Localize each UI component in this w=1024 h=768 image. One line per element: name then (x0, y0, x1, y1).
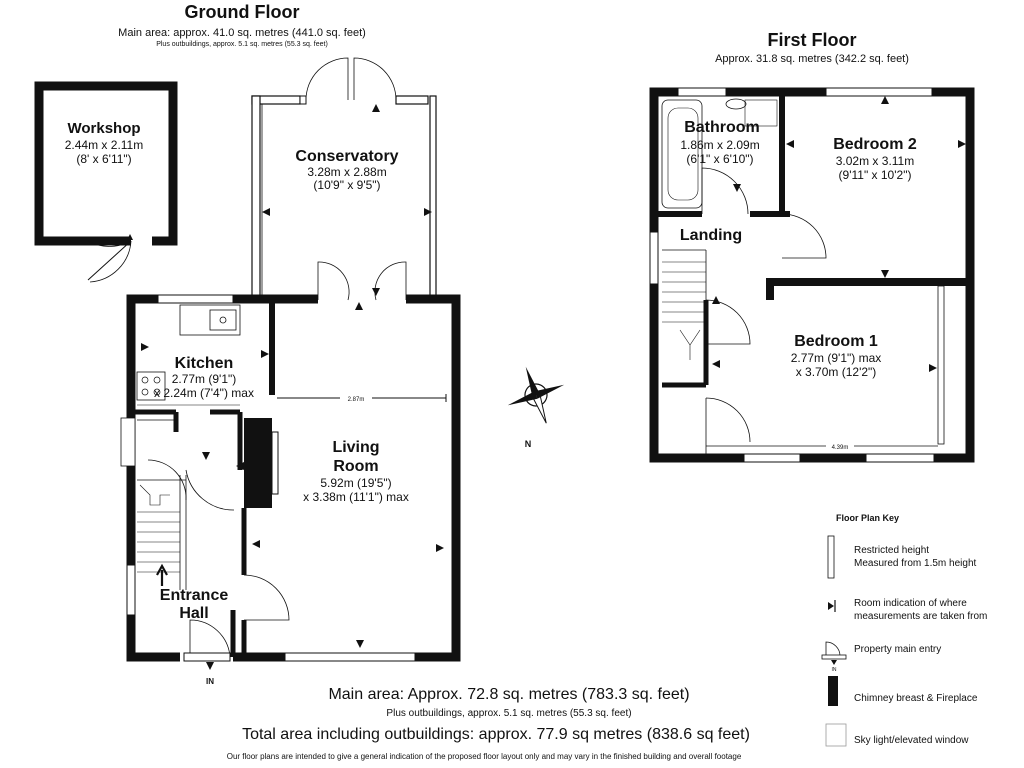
ground-restricted-measure: 2.87m (348, 397, 365, 403)
key-item-2-line2: measurements are taken from (854, 611, 987, 622)
key-entry-icon-label: IN (832, 667, 837, 673)
entrance-hall-name-line2: Hall (179, 605, 208, 622)
measure-indicator-icon (712, 360, 720, 368)
measure-indicator-icon (881, 96, 889, 104)
bedroom1-dim-metric: 2.77m (9'1") max (791, 351, 882, 365)
measure-indicator-icon (141, 343, 149, 351)
key-item-3-line1: Property main entry (854, 644, 941, 655)
key-item-5-line1: Sky light/elevated window (854, 735, 969, 746)
key-title: Floor Plan Key (836, 513, 899, 523)
workshop-dim-imperial: (8' x 6'11") (76, 152, 131, 166)
kitchen-dim-imperial: x 2.24m (7'4") max (154, 386, 254, 400)
first-floor-title: First Floor (768, 30, 857, 50)
bathroom-dim-imperial: (6'1" x 6'10") (686, 152, 753, 166)
bedroom2-name: Bedroom 2 (833, 136, 917, 153)
restricted-height-icon (827, 535, 835, 579)
bedroom2-dim-imperial: (9'11" x 10'2") (839, 168, 912, 182)
measure-indicator-icon (712, 296, 720, 304)
measure-indicator-icon (733, 184, 741, 192)
living-room-dim-imperial: x 3.38m (11'1") max (303, 490, 409, 504)
total-outbuildings: Plus outbuildings, approx. 5.1 sq. metre… (386, 708, 631, 719)
living-room-name-line2: Room (333, 458, 378, 475)
conservatory-name: Conservatory (295, 148, 398, 165)
chimney-breast-icon (828, 676, 838, 706)
skylight-icon (825, 723, 847, 747)
conservatory-dim-metric: 3.28m x 2.88m (307, 165, 386, 179)
ground-floor-house: 2.87m (120, 294, 461, 686)
measure-indicator-icon (262, 208, 270, 216)
workshop-name: Workshop (67, 120, 140, 137)
measure-indicator-icon (958, 140, 966, 148)
first-floor-area: Approx. 31.8 sq. metres (342.2 sq. feet) (715, 53, 909, 65)
kitchen-name: Kitchen (175, 355, 234, 372)
compass-icon (507, 366, 565, 424)
measure-indicator-icon (356, 640, 364, 648)
measure-indicator-icon (372, 104, 380, 112)
workshop-room (34, 81, 178, 283)
conservatory-dim-imperial: (10'9" x 9'5") (313, 178, 380, 192)
total-main-area: Main area: Approx. 72.8 sq. metres (783.… (328, 686, 689, 703)
living-room-dim-metric: 5.92m (19'5") (320, 476, 391, 490)
living-room-name-line1: Living (332, 439, 379, 456)
measure-indicator-icon (355, 302, 363, 310)
measure-indicator-icon (929, 364, 937, 372)
bathroom-name: Bathroom (684, 119, 760, 136)
measure-indicator-icon (252, 540, 260, 548)
ground-entry-label: IN (206, 677, 214, 686)
main-entry-arrow-icon (206, 662, 214, 670)
measure-indicator-icon (202, 452, 210, 460)
compass-north-label: N (525, 439, 532, 449)
bedroom2-dim-metric: 3.02m x 3.11m (836, 154, 914, 168)
first-floor-house: 4.39m (649, 87, 975, 463)
bedroom1-name: Bedroom 1 (794, 333, 878, 350)
ground-floor-title: Ground Floor (185, 2, 300, 22)
kitchen-dim-metric: 2.77m (9'1") (172, 372, 237, 386)
first-restricted-measure: 4.39m (832, 445, 849, 451)
stairs-first (662, 249, 709, 388)
stairs-ground (137, 475, 187, 590)
key-item-1-line2: Measured from 1.5m height (854, 558, 977, 569)
measure-indicator-icon (127, 234, 133, 240)
total-area: Total area including outbuildings: appro… (242, 726, 750, 743)
measure-indicator-key-icon (828, 600, 836, 612)
ground-floor-area: Main area: approx. 41.0 sq. metres (441.… (118, 27, 366, 39)
stairs-up-arrow-icon (156, 563, 168, 586)
measure-indicator-icon (881, 270, 889, 278)
floor-plan-key: Floor Plan Key Restricted height Measure… (821, 513, 987, 747)
measure-indicator-icon (372, 288, 380, 296)
main-entry-key-icon (821, 641, 847, 665)
measure-indicator-icon (436, 544, 444, 552)
bathroom-dim-metric: 1.86m x 2.09m (680, 138, 759, 152)
bedroom1-dim-imperial: x 3.70m (12'2") (796, 365, 877, 379)
measure-indicator-icon (786, 140, 794, 148)
disclaimer: Our floor plans are intended to give a g… (227, 752, 742, 761)
workshop-dim-metric: 2.44m x 2.11m (65, 138, 143, 152)
measure-indicator-icon (236, 462, 244, 470)
landing-name: Landing (680, 227, 742, 244)
key-item-4-line1: Chimney breast & Fireplace (854, 693, 978, 704)
key-item-1-line1: Restricted height (854, 545, 929, 556)
key-item-2-line1: Room indication of where (854, 598, 967, 609)
ground-floor-outbuildings: Plus outbuildings, approx. 5.1 sq. metre… (156, 41, 328, 48)
entrance-hall-name-line1: Entrance (160, 587, 229, 604)
measure-indicator-icon (261, 350, 269, 358)
measure-indicator-icon (424, 208, 432, 216)
